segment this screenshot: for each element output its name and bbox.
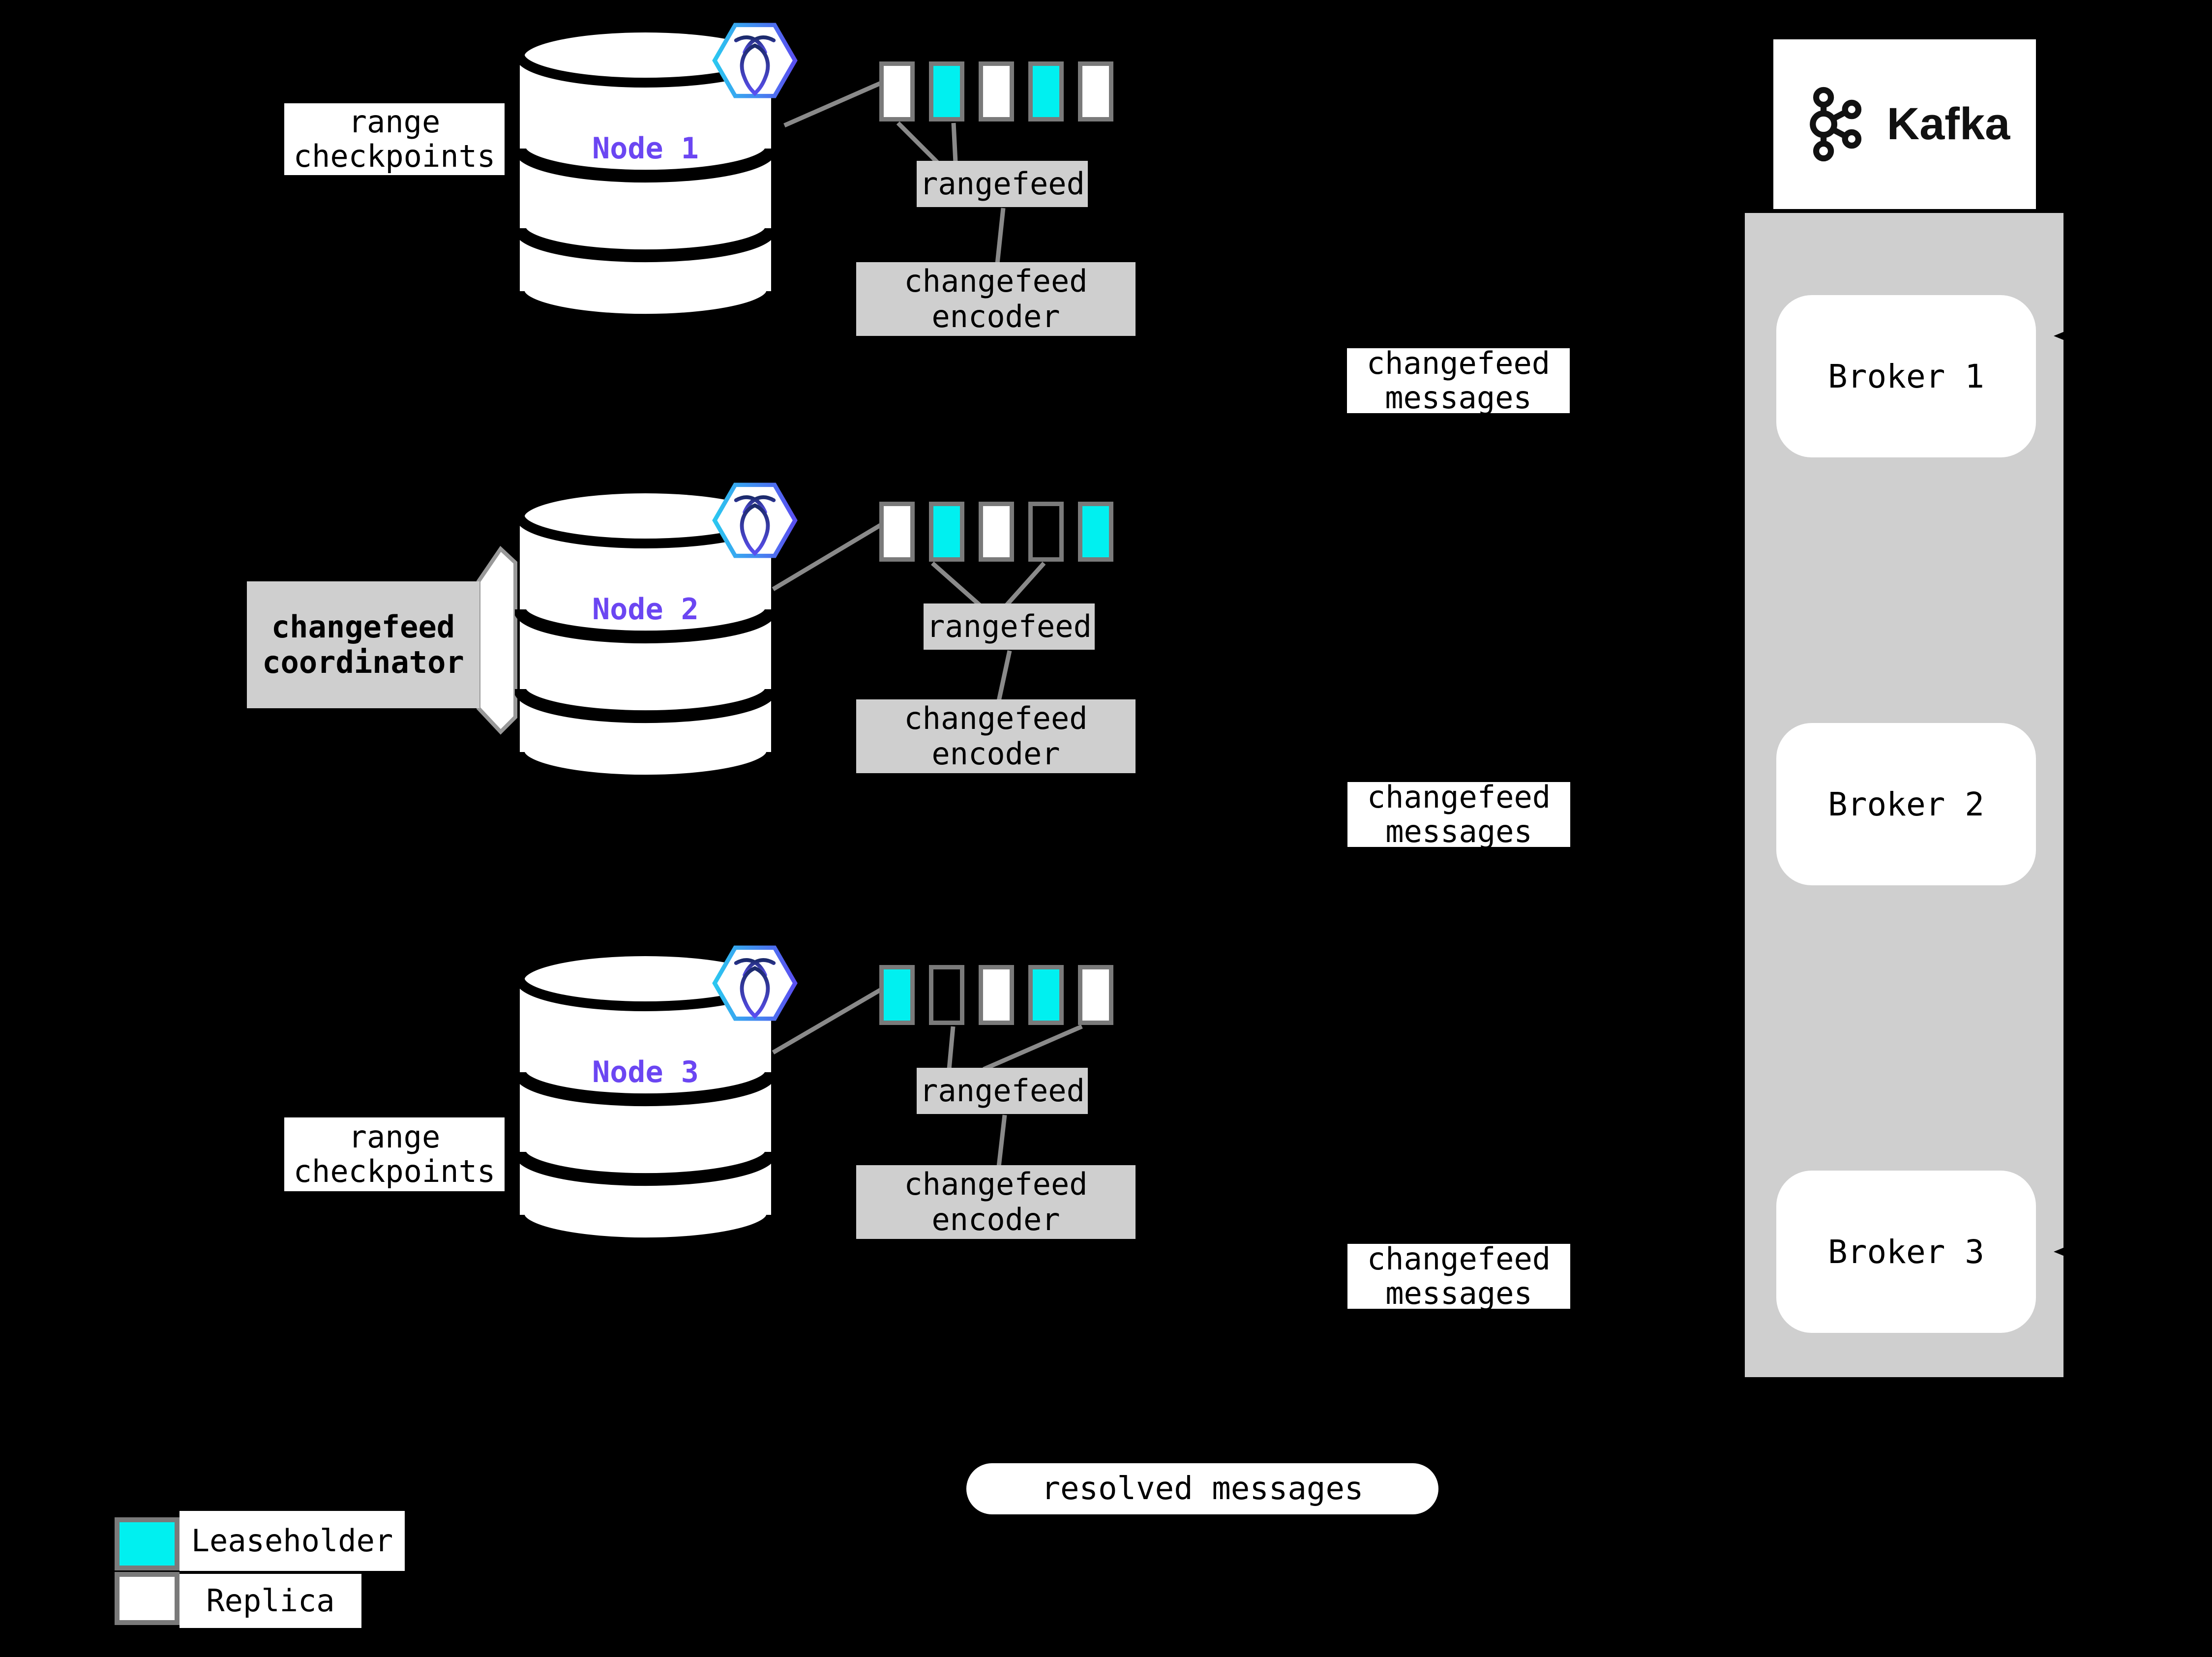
kafka-logo-icon xyxy=(1809,87,1861,162)
legend-swatch-replica xyxy=(115,1572,179,1625)
node2-range-4 xyxy=(1028,502,1064,562)
node2-range-2 xyxy=(929,502,964,562)
node2-range-5 xyxy=(1078,502,1113,562)
database-cylinder-icon xyxy=(515,26,776,324)
rangefeed-box-node3: rangefeed xyxy=(917,1068,1088,1114)
node1-range-1 xyxy=(879,61,915,121)
broker-2: Broker 2 xyxy=(1776,723,2036,885)
changefeed-messages-label-2: changefeed messages xyxy=(1347,782,1570,847)
database-cylinder-icon xyxy=(515,486,776,785)
changefeed-messages-label-1: changefeed messages xyxy=(1347,348,1570,413)
arrowhead-into-broker-1 xyxy=(2054,328,2074,344)
node-1-label: Node 1 xyxy=(592,131,699,166)
node1-range-4 xyxy=(1028,61,1064,121)
node1-range-5 xyxy=(1078,61,1113,121)
node3-range-2 xyxy=(929,965,964,1025)
node3-range-5 xyxy=(1078,965,1113,1025)
broker-1-label: Broker 1 xyxy=(1828,357,1984,395)
changefeed-encoder-box-node2: changefeed encoder xyxy=(856,699,1136,773)
kafka-logo: Kafka xyxy=(1773,39,2036,209)
legend-swatch-leaseholder xyxy=(115,1517,179,1570)
legend-label-leaseholder: Leaseholder xyxy=(179,1511,405,1571)
broker-2-label: Broker 2 xyxy=(1828,785,1984,823)
changefeed-coordinator-label: changefeed coordinator xyxy=(247,581,479,708)
changefeed-encoder-box-node1: changefeed encoder xyxy=(856,262,1136,336)
node1-range-3 xyxy=(979,61,1014,121)
range-checkpoints-label-node3: range checkpoints xyxy=(284,1117,505,1191)
node1-range-2 xyxy=(929,61,964,121)
cockroachdb-hexagon-icon xyxy=(712,482,798,558)
changefeed-encoder-box-node3: changefeed encoder xyxy=(856,1165,1136,1239)
node-2-label: Node 2 xyxy=(592,592,699,627)
node3-range-4 xyxy=(1028,965,1064,1025)
broker-3: Broker 3 xyxy=(1776,1171,2036,1333)
rangefeed-box-node2: rangefeed xyxy=(924,603,1095,650)
broker-1: Broker 1 xyxy=(1776,295,2036,457)
range-checkpoints-label-node1: range checkpoints xyxy=(284,103,505,175)
changefeed-messages-label-3: changefeed messages xyxy=(1347,1244,1570,1309)
node2-range-3 xyxy=(979,502,1014,562)
cockroachdb-hexagon-icon xyxy=(712,23,798,98)
node-3-label: Node 3 xyxy=(592,1055,699,1089)
node2-range-1 xyxy=(879,502,915,562)
node3-range-3 xyxy=(979,965,1014,1025)
broker-3-label: Broker 3 xyxy=(1828,1233,1984,1271)
kafka-wordmark: Kafka xyxy=(1886,99,2010,149)
node3-range-1 xyxy=(879,965,915,1025)
database-cylinder-icon xyxy=(515,949,776,1248)
cockroachdb-hexagon-icon xyxy=(712,945,798,1021)
rangefeed-box-node1: rangefeed xyxy=(917,161,1088,207)
legend-label-replica: Replica xyxy=(179,1574,361,1628)
resolved-messages-label: resolved messages xyxy=(966,1463,1438,1514)
coordinator-callout-ribbon xyxy=(477,545,517,735)
arrowhead-into-broker-3 xyxy=(2054,1243,2074,1260)
